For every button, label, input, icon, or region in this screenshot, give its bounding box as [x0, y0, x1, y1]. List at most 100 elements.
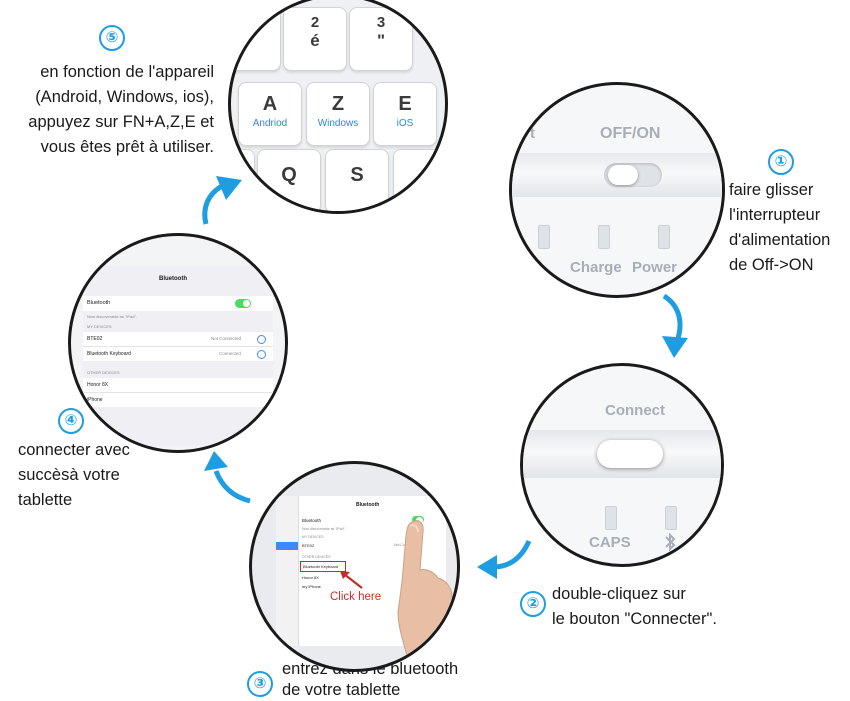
bt-large-other-devices: OTHER DEVICES: [87, 370, 120, 375]
bt-large-bluetooth: Bluetooth: [87, 300, 111, 306]
key-2: 2 é: [283, 7, 347, 71]
step-4-number: ④: [58, 408, 84, 434]
arrow-step4-to-step5: [202, 176, 242, 225]
step-3-line: de votre tablette: [282, 681, 401, 699]
bt-large-screen: Bluetooth Bluetooth Now discoverable as …: [83, 266, 273, 446]
sidebar-highlight: [276, 542, 298, 550]
step-4-text: connecter avec succèsà votre tablette: [18, 438, 130, 513]
bt-small-discoverable: Now discoverable as "iPad".: [302, 527, 346, 531]
step-1-line: faire glisser: [729, 181, 814, 199]
bt-small-my-devices: MY DEVICES: [302, 535, 324, 539]
key-3-bottom: ": [376, 31, 386, 50]
charge-label: Charge: [570, 259, 622, 276]
caps-led: [605, 506, 617, 530]
bt-small-sidebar: [276, 496, 299, 646]
key-2-top: 2: [310, 14, 320, 31]
key-a-sub: Andriod: [252, 118, 288, 129]
caps-label: CAPS: [589, 534, 631, 551]
key-e: E iOS: [373, 82, 437, 146]
bt-device-status: Not Connected: [211, 336, 242, 341]
key-z-sub: Windows: [317, 118, 359, 129]
step-4-line: tablette: [18, 491, 73, 509]
bt-small-item-honor: Honor 8X: [302, 575, 319, 580]
key-e-sub: iOS: [396, 118, 414, 129]
bt-connected-circle: Bluetooth Bluetooth Now discoverable as …: [68, 233, 288, 453]
key-3-top: 3: [376, 14, 386, 31]
power-partial-label: t: [530, 125, 535, 142]
step-3-number: ③: [247, 671, 273, 697]
key-z: Z Windows: [306, 82, 370, 146]
step-5-line: en fonction de l'appareil: [40, 63, 214, 81]
key-a-label: A: [262, 93, 278, 115]
keyboard-circle: 2 é 3 " A Andriod Z Windows E iOS Q S: [228, 0, 448, 214]
click-here-label: Click here: [330, 591, 382, 603]
power-switch-circle: t OFF/ON Charge Power: [509, 82, 725, 298]
key-2-bottom: é: [310, 31, 320, 50]
bt-small-item-bte02: BTE02: [302, 543, 315, 548]
step-5-line: vous êtes prêt à utiliser.: [40, 138, 214, 156]
bt-device-status: Connected: [219, 351, 241, 356]
bt-large-title: Bluetooth: [159, 276, 187, 282]
key-partial-left: [231, 7, 281, 71]
bt-keyboard-highlight[interactable]: Bluetooth Keyboard: [300, 561, 346, 572]
info-icon[interactable]: [257, 350, 266, 359]
bt-keyboard-highlight-label: Bluetooth Keyboard: [303, 564, 339, 569]
step-1-text: faire glisser l'interrupteur d'alimentat…: [729, 178, 830, 278]
key-q-label: Q: [281, 164, 297, 186]
bt-large-discoverable: Now discoverable as "iPad".: [87, 314, 137, 319]
bt-led: [665, 506, 677, 530]
step-5-text: en fonction de l'appareil (Android, Wind…: [2, 60, 214, 160]
step-1-line: de Off->ON: [729, 256, 814, 274]
connect-button[interactable]: [597, 440, 663, 468]
step-5-line: (Android, Windows, ios),: [35, 88, 214, 106]
connect-switch-circle: Connect CAPS: [520, 363, 724, 567]
step-1-line: l'interrupteur: [729, 206, 821, 224]
bluetooth-icon: [665, 532, 676, 552]
connect-label: Connect: [605, 402, 665, 419]
bt-tablet-circle: Bluetooth Bluetooth Now discoverable as …: [249, 461, 460, 672]
power-label: Power: [632, 259, 678, 276]
bt-large-toggle[interactable]: [235, 299, 251, 308]
step-2-line: le bouton "Connecter".: [552, 610, 717, 628]
bt-other-name: iPhone: [87, 397, 103, 403]
pointing-hand-icon: [397, 520, 453, 666]
bt-device-name: BTE02: [87, 336, 103, 342]
arrow-step3-to-step4: [204, 451, 251, 504]
key-z-label: Z: [331, 93, 345, 115]
step-2-line: double-cliquez sur: [552, 585, 686, 603]
key-a: A Andriod: [238, 82, 302, 146]
bt-large-other-row-2[interactable]: iPhone: [83, 393, 273, 407]
step-1-number: ①: [768, 149, 794, 175]
bt-small-other-devices: OTHER DEVICES: [302, 555, 331, 559]
bt-small-bluetooth: Bluetooth: [302, 518, 322, 523]
power-switch-label: OFF/ON: [600, 125, 661, 142]
key-s-label: S: [350, 164, 364, 186]
bt-large-device-row-1[interactable]: BTE02 Not Connected: [83, 332, 273, 347]
step-1-line: d'alimentation: [729, 231, 831, 249]
bt-small-toggle[interactable]: [412, 516, 424, 524]
led-charge: [598, 225, 610, 249]
step-5-line: appuyez sur FN+A,Z,E et: [28, 113, 214, 131]
key-e-label: E: [398, 93, 412, 115]
bt-small-title: Bluetooth: [356, 502, 380, 508]
led-power: [658, 225, 670, 249]
step-2-number: ②: [520, 591, 546, 617]
key-s: S: [325, 149, 389, 211]
bt-large-other-row-1[interactable]: Honor 8X: [83, 378, 273, 393]
bt-device-name: Bluetooth Keyboard: [87, 351, 131, 357]
power-slider-knob[interactable]: [608, 165, 638, 185]
red-arrow-icon: [340, 571, 363, 589]
info-icon[interactable]: [257, 335, 266, 344]
bt-large-my-devices: MY DEVICES: [87, 324, 112, 329]
step-5-number: ⑤: [99, 25, 125, 51]
bt-small-item-iphone: my iPhone: [302, 584, 321, 589]
key-q: Q: [257, 149, 321, 211]
arrow-step2-to-step3: [477, 539, 532, 579]
bt-large-device-row-2[interactable]: Bluetooth Keyboard Connected: [83, 347, 273, 361]
key-3: 3 ": [349, 7, 413, 71]
bt-other-name: Honor 8X: [87, 382, 109, 388]
bt-large-bt-row: Bluetooth: [83, 296, 273, 311]
step-2-text: double-cliquez sur le bouton "Connecter"…: [552, 582, 717, 632]
led-left: [538, 225, 550, 249]
step-4-line: succèsà votre: [18, 466, 120, 484]
